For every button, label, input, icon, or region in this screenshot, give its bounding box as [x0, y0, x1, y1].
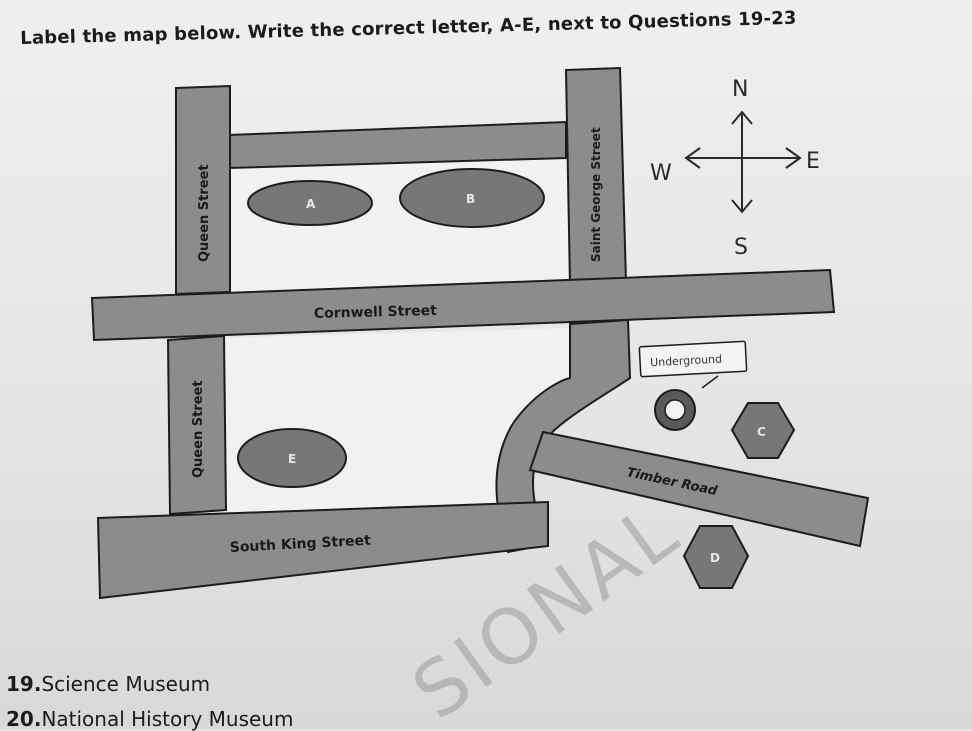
place-e: E: [237, 428, 347, 488]
cornwell-street: [90, 268, 836, 342]
timber-road: [528, 430, 870, 548]
queen-street-lower-label: Queen Street: [191, 380, 206, 478]
compass-e: E: [806, 149, 820, 174]
compass-n: N: [732, 77, 748, 102]
underground-marker: Underground: [638, 340, 748, 431]
saint-george-street-label: Saint George Street: [589, 127, 603, 262]
south-king-street: [96, 500, 549, 600]
place-d-letter: D: [710, 551, 720, 565]
compass-s: S: [734, 235, 748, 260]
question-19-number: 19.: [6, 672, 42, 696]
compass-w: W: [650, 161, 672, 186]
underground-label: Underground: [650, 352, 723, 369]
question-20: 20.National History Museum: [6, 707, 293, 731]
compass-rose: N S E W: [650, 77, 820, 260]
queen-street-upper-label: Queen Street: [197, 164, 212, 262]
place-e-letter: E: [288, 452, 296, 466]
place-c: C: [730, 402, 796, 459]
place-a-letter: A: [306, 197, 316, 211]
place-b: B: [399, 168, 545, 228]
place-b-letter: B: [466, 192, 475, 206]
question-19-text: Science Museum: [41, 672, 211, 696]
south-king-street-label: South King Street: [229, 533, 371, 556]
place-d: D: [682, 525, 750, 589]
queen-street-lower: [166, 334, 228, 516]
place-c-letter: C: [757, 425, 766, 439]
question-20-number: 20.: [6, 707, 42, 731]
question-20-text: National History Museum: [41, 707, 294, 731]
cornwell-street-label: Cornwell Street: [314, 303, 438, 322]
question-19: 19.Science Museum: [6, 672, 210, 696]
place-a: A: [247, 180, 373, 226]
